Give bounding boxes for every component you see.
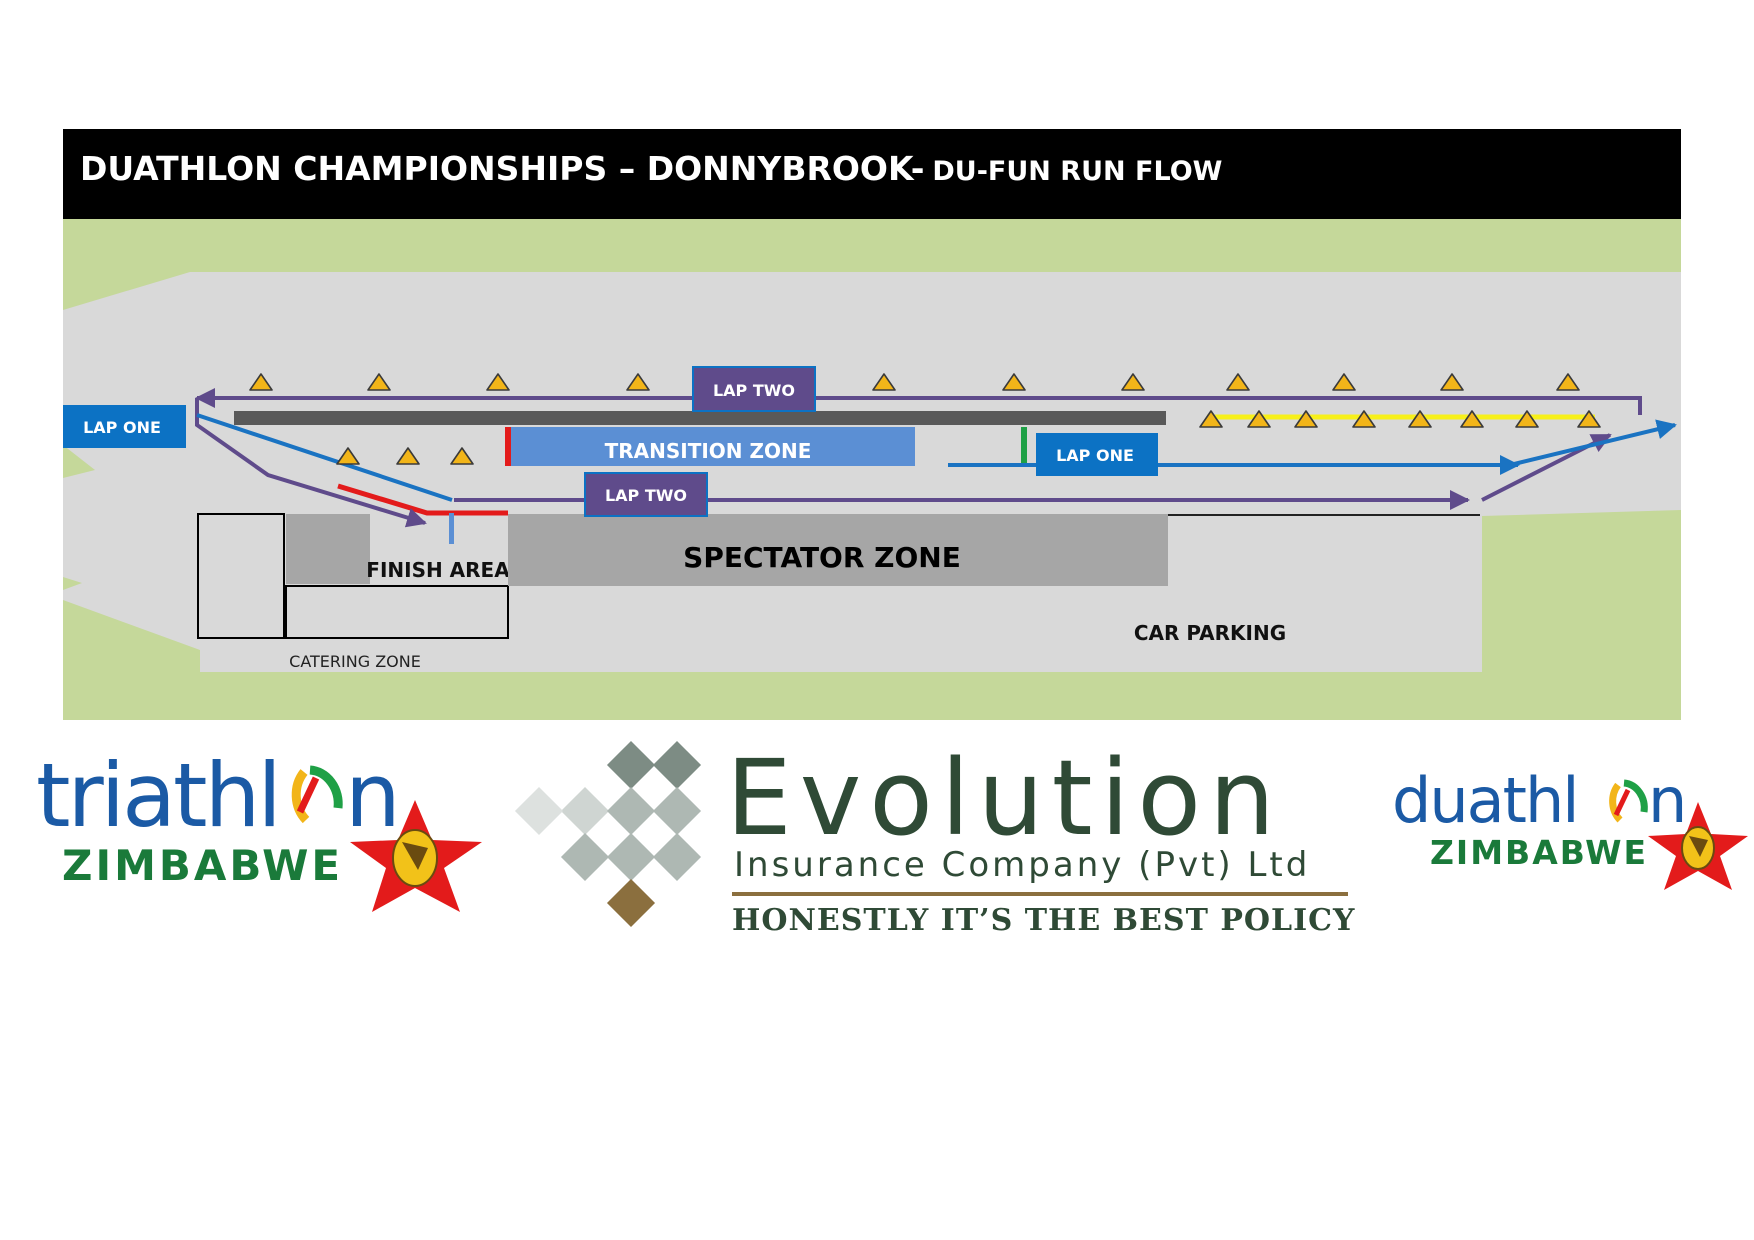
logo-tri-country: ZIMBABWE <box>62 841 343 890</box>
logo-evolution-tagline: HONESTLY IT’S THE BEST POLICY <box>732 903 1355 938</box>
lap-two-bottom-label: LAP TWO <box>605 486 687 505</box>
finish-chute-red <box>337 483 508 516</box>
barrier-green <box>1021 427 1027 464</box>
logo-ring-icon <box>1609 779 1648 823</box>
transition-zone <box>510 427 915 466</box>
logo-evolution-name: Evolution <box>726 737 1283 859</box>
catering-zone-label: CATERING ZONE <box>289 652 421 671</box>
finish-line-marker <box>449 513 454 544</box>
logo-triathlon-word: triathl <box>36 744 279 847</box>
route-lap-two-top <box>195 388 1642 415</box>
zimbabwe-star-bird-icon <box>350 800 482 912</box>
triathlon-zimbabwe-logo: triathl n ZIMBABWE <box>36 744 482 912</box>
catering-building <box>197 513 285 639</box>
spectator-zone-label: SPECTATOR ZONE <box>683 541 961 574</box>
evolution-insurance-logo: Evolution Insurance Company (Pvt) Ltd HO… <box>514 737 1355 938</box>
finish-structure <box>286 514 370 584</box>
spectator-zone <box>508 514 1168 586</box>
lap-two-bottom-box <box>584 472 708 517</box>
logo-duathlon-word: duathl <box>1392 764 1577 837</box>
lap-two-top-box <box>692 366 816 412</box>
grass-notch <box>63 577 82 590</box>
logo-triathlon-word-end: n <box>345 744 401 847</box>
fence-line <box>234 411 1166 425</box>
grass-notch <box>63 445 95 478</box>
paved-area <box>63 272 1681 672</box>
lap-two-top-label: LAP TWO <box>713 381 795 400</box>
car-parking-label: CAR PARKING <box>1134 621 1286 645</box>
finish-area-label: FINISH AREA <box>366 558 510 582</box>
lap-one-left-box <box>63 405 186 448</box>
lap-one-right-label: LAP ONE <box>1056 446 1134 465</box>
barrier-red <box>505 427 511 466</box>
header-title: DUATHLON CHAMPIONSHIPS – DONNYBROOK-DU-F… <box>80 149 1222 188</box>
route-lap-one-exit <box>1509 419 1677 467</box>
catering-tent <box>285 585 509 639</box>
header-bar <box>63 129 1681 219</box>
duathlon-zimbabwe-logo: duathl n ZIMBABWE <box>1392 764 1748 890</box>
diamond-mosaic-icon <box>514 740 702 928</box>
logo-evolution-subtitle: Insurance Company (Pvt) Ltd <box>734 845 1310 885</box>
transition-zone-label: TRANSITION ZONE <box>605 439 812 463</box>
lap-one-left-label: LAP ONE <box>83 418 161 437</box>
logo-ring-icon <box>291 765 343 824</box>
lap-one-right-box <box>1036 433 1158 476</box>
zimbabwe-star-bird-icon <box>1648 802 1748 890</box>
logo-duathlon-word-end: n <box>1648 764 1687 837</box>
route-lap-two-finish <box>195 398 427 528</box>
logo-du-country: ZIMBABWE <box>1430 833 1648 872</box>
route-lap-one-start <box>196 413 453 502</box>
